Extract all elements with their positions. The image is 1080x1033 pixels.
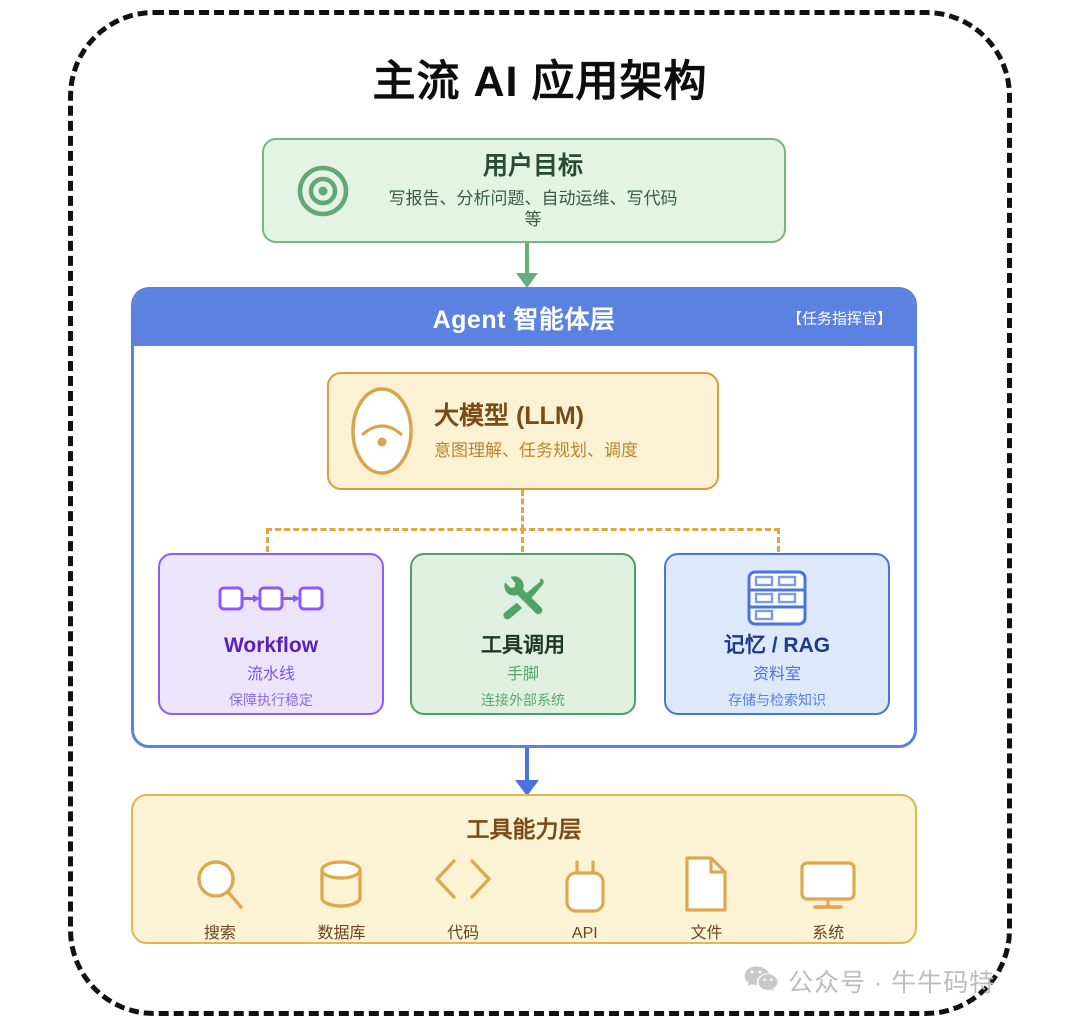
capability-title: Workflow — [223, 634, 319, 657]
arrow-goal-to-agent-shaft — [525, 243, 529, 279]
watermark-text: 公众号 · 牛牛码特 — [788, 969, 996, 997]
agent-layer-header: Agent 智能体层 【任务指挥官】 — [134, 290, 914, 346]
outer-dashed-frame — [68, 10, 1012, 1016]
capability-title: 工具调用 — [481, 634, 565, 657]
archive-grid-icon — [747, 570, 807, 626]
llm-card: 大模型 (LLM) 意图理解、任务规划、调度 — [327, 372, 719, 490]
tool-layer-container: 工具能力层 搜索 数据库 — [131, 794, 917, 944]
tool-items-row: 搜索 数据库 代码 — [133, 854, 915, 943]
agent-layer-title: Agent 智能体层 — [432, 306, 616, 334]
api-plug-icon — [559, 860, 611, 918]
connector-branch-tools — [521, 528, 524, 552]
tool-layer-title: 工具能力层 — [466, 816, 582, 842]
file-icon — [682, 854, 730, 912]
capability-card-workflow: Workflow 流水线 保障执行稳定 — [158, 553, 384, 715]
tool-item-code[interactable]: 代码 — [407, 855, 519, 943]
user-goal-subtitle: 写报告、分析问题、自动运维、写代码等 — [388, 188, 678, 230]
wechat-icon — [744, 965, 778, 998]
capability-card-memory: 记忆 / RAG 资料室 存储与检索知识 — [664, 553, 890, 715]
llm-text-block: 大模型 (LLM) 意图理解、任务规划、调度 — [434, 400, 717, 462]
brain-icon — [329, 383, 434, 479]
llm-subtitle: 意图理解、任务规划、调度 — [434, 440, 638, 460]
tool-label: 搜索 — [203, 925, 236, 942]
tool-label: 数据库 — [317, 925, 366, 942]
search-icon — [194, 854, 246, 912]
capability-title: 记忆 / RAG — [723, 634, 831, 657]
tool-item-system[interactable]: 系统 — [772, 854, 884, 943]
page-title: 主流 AI 应用架构 — [372, 58, 708, 106]
capability-subtitle: 资料室 — [752, 666, 801, 684]
tool-label: 代码 — [447, 925, 480, 942]
user-goal-title: 用户目标 — [482, 151, 583, 180]
tool-label: 文件 — [690, 925, 723, 942]
agent-layer-badge: 【任务指挥官】 — [786, 310, 892, 328]
monitor-icon — [799, 854, 857, 912]
arrow-down-icon — [515, 780, 539, 796]
connector-llm-stem — [521, 490, 524, 530]
tool-item-api[interactable]: API — [529, 860, 641, 943]
arrow-agent-to-tools-shaft — [525, 748, 529, 786]
connector-branch-memory — [777, 528, 780, 552]
tool-label: API — [571, 925, 598, 942]
capability-note: 连接外部系统 — [481, 692, 565, 709]
tool-item-database[interactable]: 数据库 — [285, 854, 397, 943]
arrow-down-icon — [516, 273, 538, 288]
tool-label: 系统 — [812, 925, 845, 942]
target-icon — [264, 163, 382, 219]
code-brackets-icon — [430, 855, 496, 901]
capability-card-tools: 工具调用 手脚 连接外部系统 — [410, 553, 636, 715]
capability-note: 存储与检索知识 — [728, 692, 826, 709]
tools-wrench-screwdriver-icon — [496, 571, 550, 625]
tool-item-file[interactable]: 文件 — [650, 854, 762, 943]
capability-subtitle: 手脚 — [506, 666, 539, 684]
database-icon — [315, 854, 367, 912]
connector-branch-workflow — [266, 528, 269, 552]
workflow-nodes-icon — [218, 571, 324, 625]
user-goal-text-block: 用户目标 写报告、分析问题、自动运维、写代码等 — [382, 151, 784, 231]
user-goal-card: 用户目标 写报告、分析问题、自动运维、写代码等 — [262, 138, 786, 243]
llm-title: 大模型 (LLM) — [434, 402, 584, 431]
capability-subtitle: 流水线 — [246, 666, 295, 684]
watermark: 公众号 · 牛牛码特 — [744, 963, 995, 999]
tool-item-search[interactable]: 搜索 — [164, 854, 276, 943]
capability-note: 保障执行稳定 — [229, 692, 313, 709]
